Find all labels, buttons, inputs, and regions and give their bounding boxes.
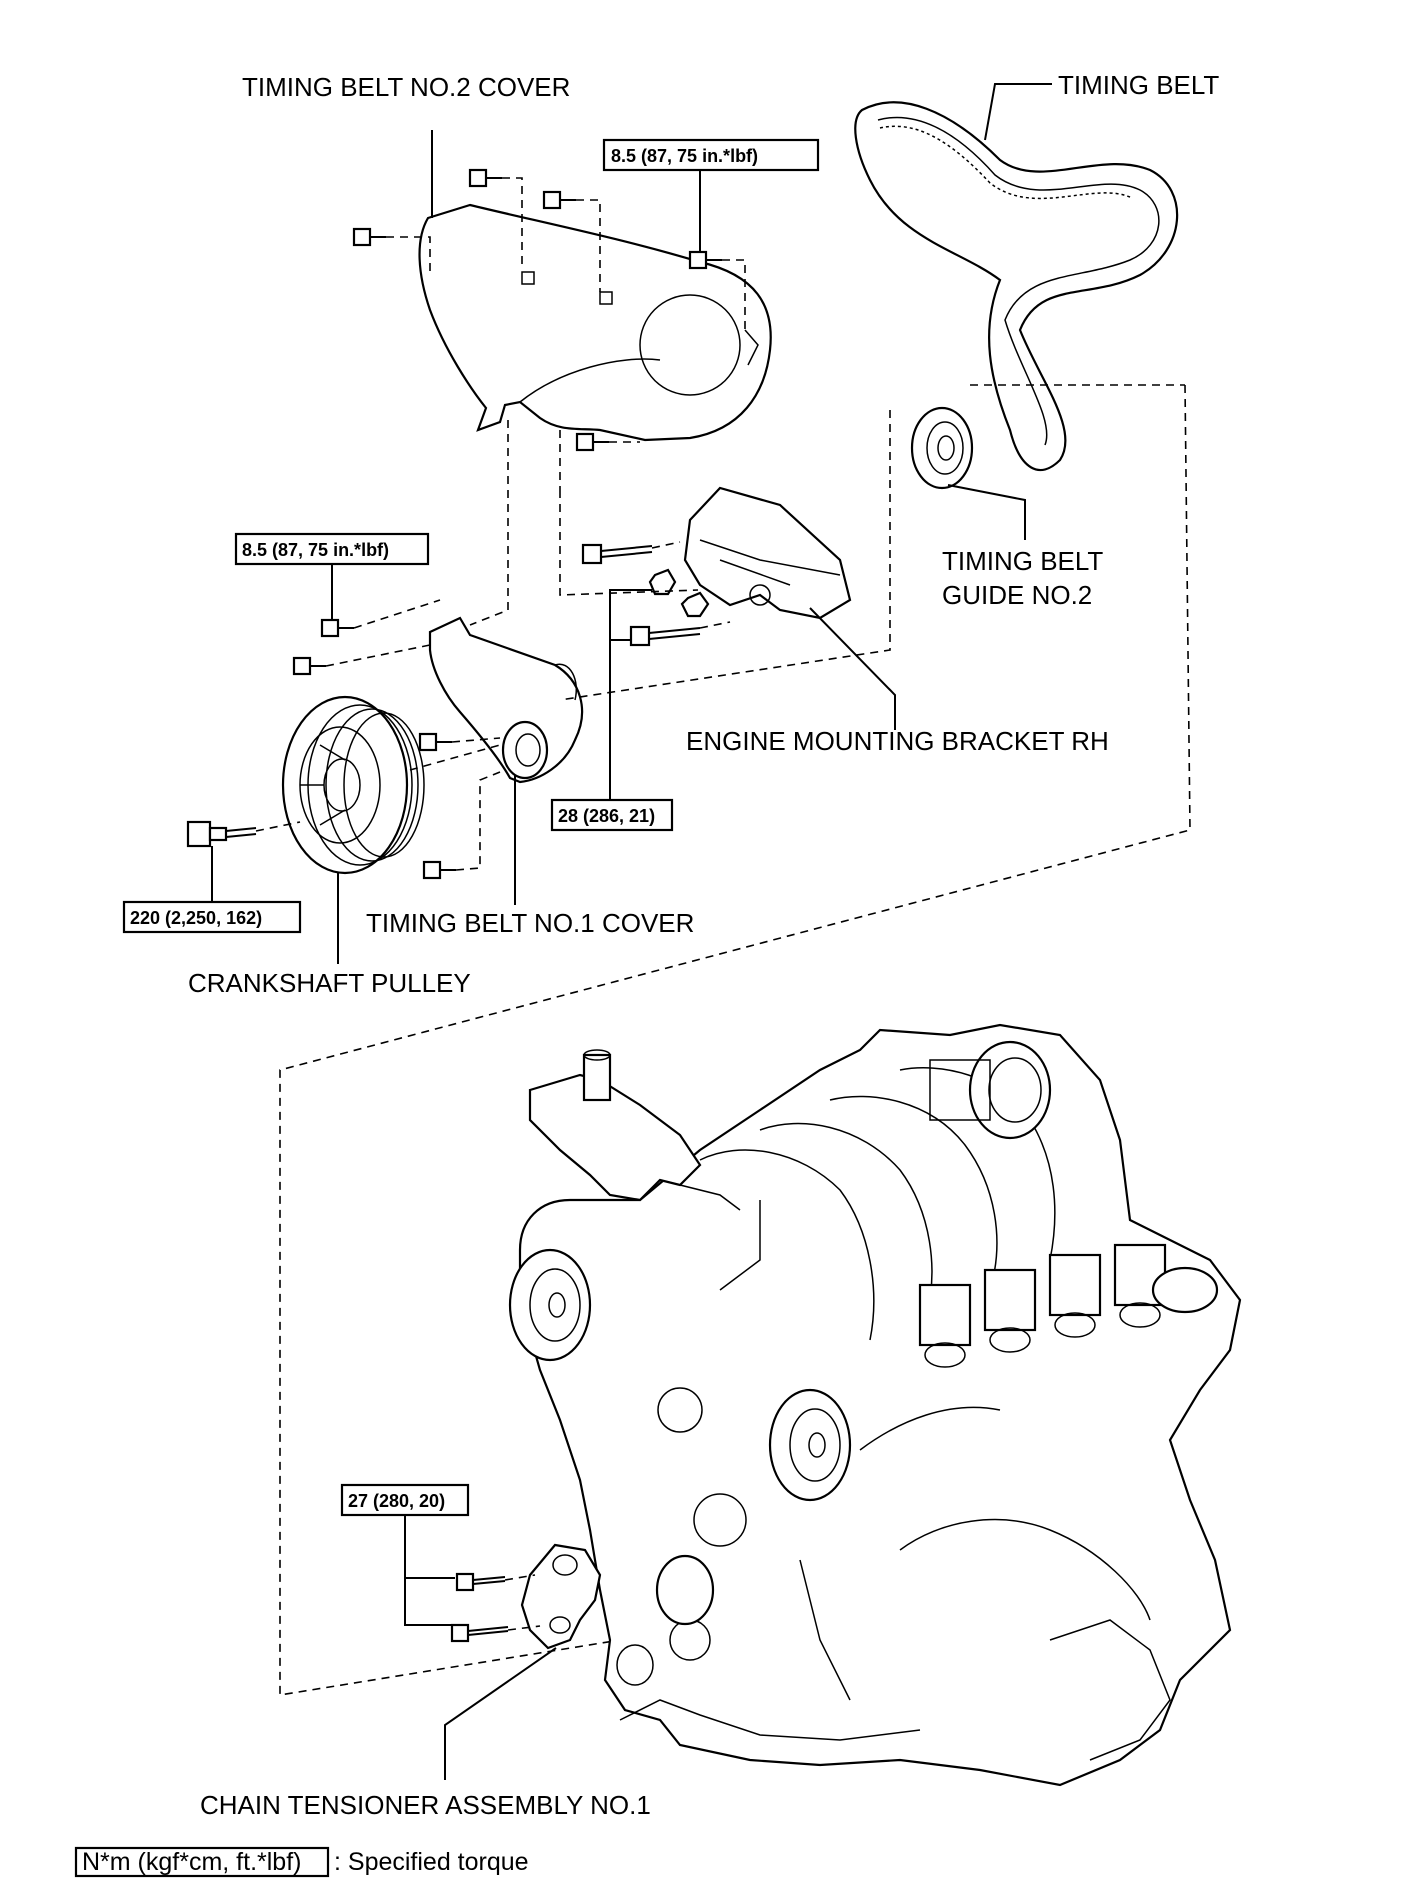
torque-no2-cover-bolt: 8.5 (87, 75 in.*lbf) <box>611 146 758 166</box>
no1-cover-bolts <box>292 618 456 880</box>
torque-no1-cover-bolt: 8.5 (87, 75 in.*lbf) <box>242 540 389 560</box>
crankshaft-pulley-bolt <box>186 820 257 848</box>
legend-unit-box: N*m (kgf*cm, ft.*lbf) <box>82 1848 301 1876</box>
no2-cover-bolts <box>352 168 722 452</box>
timing-belt-guide-no2 <box>910 406 974 490</box>
legend-text: : Specified torque <box>334 1848 529 1876</box>
label-engine-mounting-bracket: ENGINE MOUNTING BRACKET RH <box>686 726 1109 756</box>
timing-belt-no1-cover <box>428 616 584 784</box>
crankshaft-pulley <box>281 695 425 875</box>
bracket-bolts <box>581 543 710 647</box>
timing-belt <box>854 101 1179 471</box>
timing-belt-no2-cover <box>418 203 772 442</box>
label-timing-belt-no1-cover: TIMING BELT NO.1 COVER <box>366 908 694 938</box>
engine-mounting-bracket-rh <box>683 486 852 620</box>
label-crankshaft-pulley: CRANKSHAFT PULLEY <box>188 968 471 998</box>
label-timing-belt-guide-line2: GUIDE NO.2 <box>942 580 1092 610</box>
engine-assembly <box>508 1023 1242 1787</box>
tensioner-bolts <box>450 1572 509 1643</box>
torque-pulley-bolt: 220 (2,250, 162) <box>130 908 262 928</box>
label-timing-belt: TIMING BELT <box>1058 70 1219 100</box>
torque-bracket-bolt: 28 (286, 21) <box>558 806 655 826</box>
chain-tensioner-assembly-no1 <box>520 1543 602 1650</box>
label-timing-belt-no2-cover: TIMING BELT NO.2 COVER <box>242 72 570 102</box>
label-chain-tensioner: CHAIN TENSIONER ASSEMBLY NO.1 <box>200 1790 651 1820</box>
label-timing-belt-guide-line1: TIMING BELT <box>942 546 1103 576</box>
torque-legend: N*m (kgf*cm, ft.*lbf) : Specified torque <box>74 1846 529 1878</box>
torque-tensioner-bolt: 27 (280, 20) <box>348 1491 445 1511</box>
